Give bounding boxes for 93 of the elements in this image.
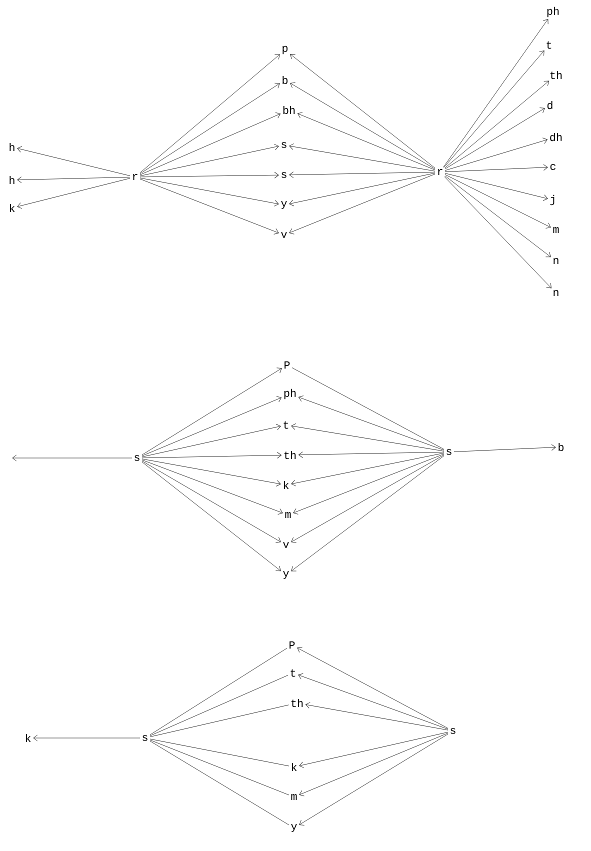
arrow <box>290 54 436 168</box>
arrow <box>17 176 130 184</box>
letter-label: p <box>282 46 288 54</box>
letter-label: h <box>10 143 14 151</box>
letter-label: d <box>547 100 552 110</box>
letter-label: m <box>553 227 559 233</box>
letter-label: k <box>26 734 31 742</box>
arrow <box>454 444 556 452</box>
letter-label: bh <box>283 106 295 114</box>
arrow <box>297 646 448 729</box>
arrow <box>142 452 282 458</box>
arrow <box>140 172 279 178</box>
arrow <box>299 732 448 796</box>
arrow <box>140 144 279 176</box>
letter-label: th <box>550 70 562 80</box>
arrow <box>142 396 282 456</box>
letter-label: s <box>282 142 286 148</box>
arrow <box>298 452 444 458</box>
letter-label: s <box>450 728 456 734</box>
arrow <box>289 172 436 206</box>
arrow <box>444 164 548 172</box>
letter-label: b <box>282 76 288 84</box>
arrow <box>290 82 436 170</box>
letter-label: r <box>133 174 138 180</box>
letter-label: n <box>554 258 558 264</box>
arrow <box>140 178 279 206</box>
arrow <box>298 395 444 450</box>
arrow <box>444 174 551 228</box>
arrow <box>142 458 281 487</box>
letter-label: y <box>281 200 287 210</box>
letter-label: y <box>283 570 289 580</box>
arrow <box>293 454 444 514</box>
arrow <box>305 702 448 730</box>
letter-label: n <box>554 290 558 296</box>
letter-label: ph <box>547 6 559 18</box>
letter-label: m <box>291 794 297 800</box>
arrow <box>444 176 552 288</box>
letter-label: k <box>284 481 289 489</box>
letter-label: y <box>291 824 297 832</box>
arrow <box>299 734 448 826</box>
arrow <box>444 80 550 168</box>
arrow <box>140 112 281 176</box>
arrow <box>444 108 545 170</box>
arrow <box>291 454 444 543</box>
letter-label: t <box>284 421 288 429</box>
arrow <box>289 143 436 172</box>
letter-label: k <box>10 204 15 212</box>
arrow <box>142 424 281 458</box>
letter-label: s <box>134 455 140 461</box>
letter-label: P <box>290 641 295 649</box>
letter-label: dh <box>550 132 562 142</box>
arrow <box>299 732 448 768</box>
arrow <box>142 460 283 515</box>
letter-label: th <box>291 698 303 708</box>
arrow <box>291 452 444 486</box>
arrow <box>289 174 436 234</box>
arrow <box>140 54 280 174</box>
arrow <box>142 462 281 572</box>
arrow <box>289 172 436 178</box>
letter-label: v <box>281 232 287 238</box>
arrow <box>444 138 548 171</box>
letter-label: m <box>285 512 291 518</box>
arrow <box>297 112 436 170</box>
letter-label: j <box>550 194 554 206</box>
letter-label: ph <box>284 388 296 400</box>
letter-label: v <box>283 542 289 548</box>
arrow <box>17 178 130 209</box>
arrow <box>291 456 444 572</box>
letter-label: c <box>550 164 556 170</box>
arrow <box>17 146 130 176</box>
letter-label: s <box>142 735 148 741</box>
arrow <box>142 460 281 543</box>
letter-label: s <box>446 449 452 455</box>
letter-label: h <box>10 176 14 184</box>
arrow <box>443 18 548 168</box>
arrow <box>12 454 132 462</box>
arrow <box>444 173 548 201</box>
letter-label: th <box>284 450 296 460</box>
arrow <box>33 734 140 742</box>
letter-label: r <box>438 169 442 175</box>
arrow <box>298 673 448 730</box>
letter-label: k <box>292 763 297 771</box>
arrow <box>140 178 279 234</box>
arrow <box>444 176 551 258</box>
letter-label: t <box>290 669 296 677</box>
arrow <box>444 50 544 168</box>
arrow <box>291 423 444 452</box>
arrow <box>142 368 282 456</box>
letter-label: P <box>284 361 290 369</box>
arrow <box>140 82 280 174</box>
letter-label: t <box>546 41 552 49</box>
letter-label: s <box>282 172 286 178</box>
letter-label: b <box>558 442 564 452</box>
